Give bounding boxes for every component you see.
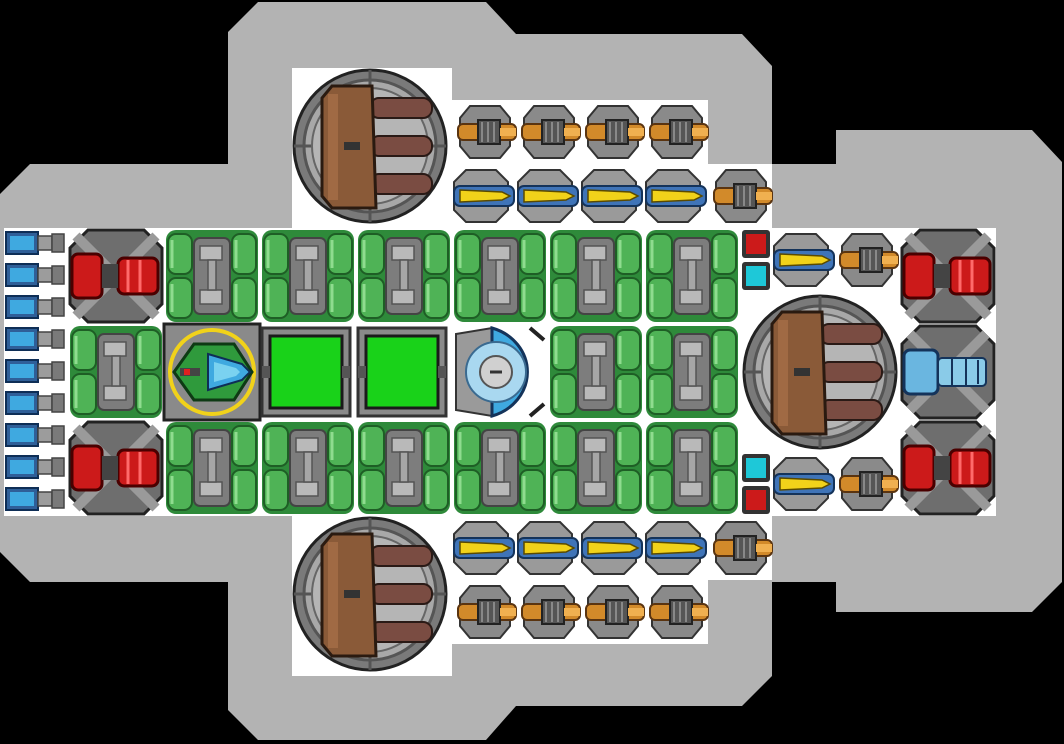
battery-cell-icon bbox=[3, 355, 67, 387]
green-storage-block-icon bbox=[68, 324, 164, 420]
battery-cell-icon bbox=[3, 323, 67, 355]
red-thruster-icon bbox=[902, 230, 994, 322]
gatling-gun-icon bbox=[713, 169, 773, 223]
green-storage-block-icon bbox=[452, 420, 548, 516]
green-storage-block-icon bbox=[644, 324, 740, 420]
missile-launcher-icon bbox=[581, 521, 643, 575]
missile-launcher-icon bbox=[453, 169, 515, 223]
red-thruster-icon bbox=[70, 230, 162, 322]
green-screen-icon bbox=[260, 326, 352, 418]
green-screen-icon bbox=[356, 326, 448, 418]
red-thruster-icon bbox=[902, 422, 994, 514]
green-storage-block-icon bbox=[452, 228, 548, 324]
gatling-gun-icon bbox=[713, 521, 773, 575]
gatling-gun-icon bbox=[585, 105, 645, 159]
gatling-gun-icon bbox=[585, 585, 645, 639]
missile-launcher-icon bbox=[581, 169, 643, 223]
green-storage-block-icon bbox=[548, 228, 644, 324]
red-thruster-icon bbox=[70, 422, 162, 514]
missile-launcher-icon bbox=[645, 169, 707, 223]
green-storage-block-icon bbox=[260, 228, 356, 324]
missile-launcher-icon bbox=[773, 457, 835, 511]
battery-cell-icon bbox=[3, 259, 67, 291]
battery-column bbox=[3, 227, 67, 515]
missile-launcher-icon bbox=[517, 521, 579, 575]
green-storage-block-icon bbox=[548, 420, 644, 516]
reactor-dome-icon bbox=[455, 326, 546, 418]
missile-launcher-icon bbox=[453, 521, 515, 575]
cockpit-icon bbox=[162, 322, 262, 422]
green-storage-block-icon bbox=[644, 420, 740, 516]
green-storage-block-icon bbox=[260, 420, 356, 516]
green-storage-block-icon bbox=[164, 228, 260, 324]
triple-cannon-turret-icon bbox=[292, 68, 448, 224]
switch-light-icon bbox=[742, 230, 770, 514]
gatling-gun-icon bbox=[649, 105, 709, 159]
triple-cannon-turret-icon bbox=[292, 516, 448, 672]
green-storage-block-icon bbox=[356, 228, 452, 324]
green-storage-block-icon bbox=[548, 324, 644, 420]
missile-launcher-icon bbox=[773, 233, 835, 287]
battery-cell-icon bbox=[3, 387, 67, 419]
green-storage-block-icon bbox=[356, 420, 452, 516]
battery-cell-icon bbox=[3, 483, 67, 515]
green-storage-block-icon bbox=[644, 228, 740, 324]
sensor-array-icon bbox=[900, 324, 996, 420]
gatling-gun-icon bbox=[839, 457, 899, 511]
missile-launcher-icon bbox=[517, 169, 579, 223]
gatling-gun-icon bbox=[649, 585, 709, 639]
battery-cell-icon bbox=[3, 419, 67, 451]
green-storage-block-icon bbox=[164, 420, 260, 516]
gatling-gun-icon bbox=[521, 585, 581, 639]
triple-cannon-turret-icon bbox=[742, 294, 898, 450]
missile-launcher-icon bbox=[645, 521, 707, 575]
battery-cell-icon bbox=[3, 291, 67, 323]
battery-cell-icon bbox=[3, 451, 67, 483]
gatling-gun-icon bbox=[839, 233, 899, 287]
gatling-gun-icon bbox=[457, 585, 517, 639]
gatling-gun-icon bbox=[521, 105, 581, 159]
battery-cell-icon bbox=[3, 227, 67, 259]
gatling-gun-icon bbox=[457, 105, 517, 159]
